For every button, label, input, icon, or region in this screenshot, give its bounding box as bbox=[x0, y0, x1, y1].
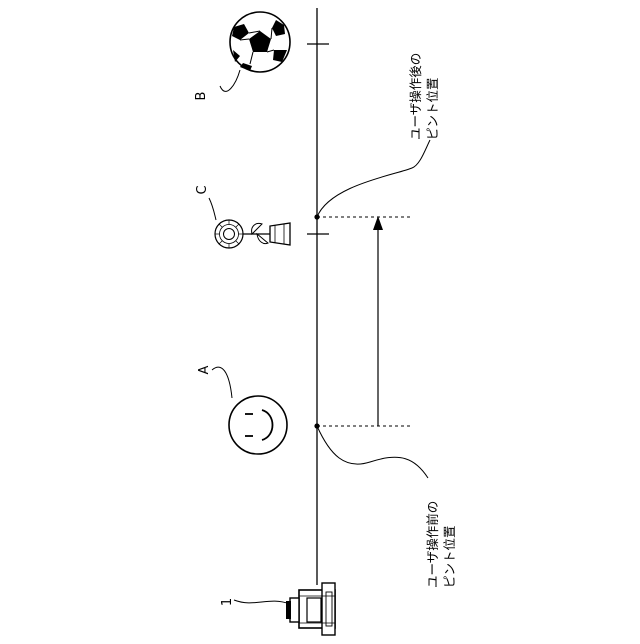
flower-pot-icon bbox=[215, 220, 290, 248]
callout-after-line2: ピント位置 bbox=[425, 77, 440, 140]
callout-before-line1: ユーザ操作前の bbox=[425, 501, 440, 588]
callout-before-line2: ピント位置 bbox=[442, 525, 457, 588]
callout-after-leader bbox=[317, 140, 430, 217]
label-camera: 1 bbox=[220, 598, 235, 606]
soccer-ball-icon bbox=[230, 12, 290, 72]
label-1-leader bbox=[234, 600, 290, 604]
label-subject-c: C bbox=[195, 185, 210, 194]
label-subject-a: A bbox=[197, 365, 212, 374]
camera-icon bbox=[286, 583, 335, 635]
smiley-face-icon bbox=[229, 396, 287, 454]
label-a-leader bbox=[212, 367, 232, 398]
label-b-leader bbox=[220, 70, 240, 91]
label-c-leader bbox=[209, 198, 216, 220]
callout-after-line1: ユーザ操作後の bbox=[408, 53, 423, 140]
label-subject-b: B bbox=[194, 92, 209, 101]
focus-shift-arrow bbox=[373, 216, 383, 426]
callout-before-leader bbox=[317, 426, 428, 478]
